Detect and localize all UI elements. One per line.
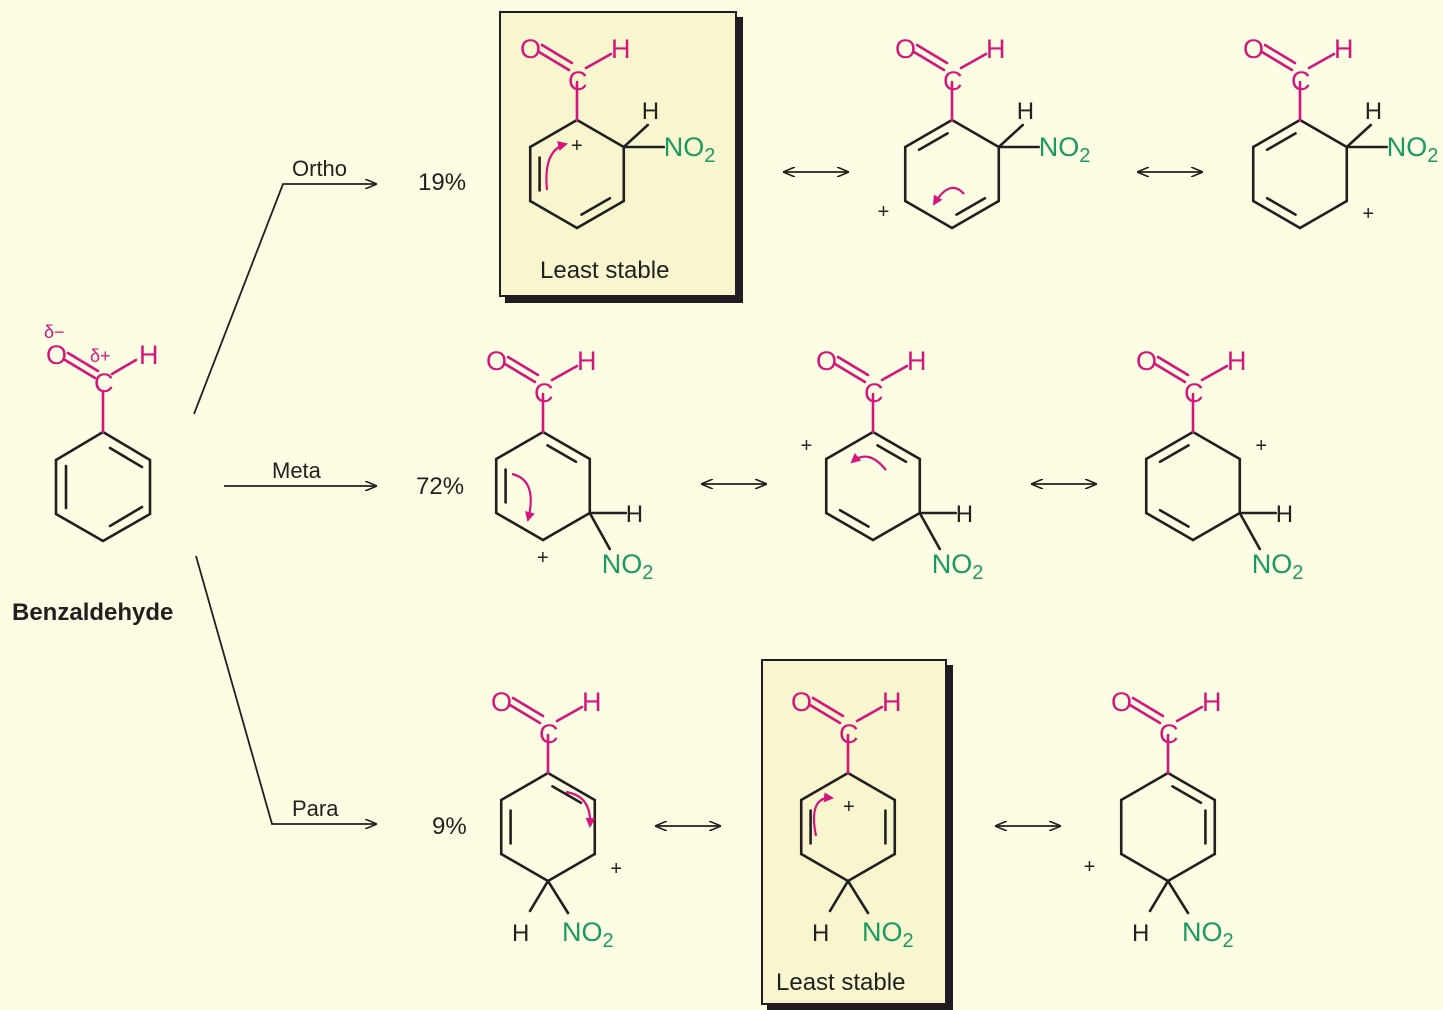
least-stable-label-ortho: Least stable [540, 257, 669, 284]
atom-C: C [534, 378, 554, 408]
ortho-label: Ortho [292, 156, 347, 181]
atom-H: H [1227, 346, 1247, 376]
atom-C: C [864, 378, 884, 408]
atom-O: O [520, 34, 541, 64]
atom-H: H [1202, 687, 1222, 717]
nitro-group: NO2 [562, 917, 614, 952]
atom-O: O [486, 346, 507, 376]
nitro-group: NO2 [1387, 132, 1439, 167]
atom-H: H [1365, 98, 1382, 125]
atom-C: C [539, 719, 559, 749]
atom-C: C [568, 66, 588, 96]
delta-minus: δ− [44, 322, 65, 342]
atom-H: H [1017, 98, 1034, 125]
atom-O: O [1243, 34, 1264, 64]
para-arrow [195, 555, 376, 824]
positive-charge: + [843, 796, 855, 818]
atom-H: H [812, 920, 829, 947]
meta-label: Meta [272, 458, 322, 483]
atom-O: O [791, 687, 812, 717]
positive-charge: + [571, 135, 583, 157]
atom-C: C [1184, 378, 1204, 408]
atom-O: O [1136, 346, 1157, 376]
positive-charge: + [1255, 435, 1267, 457]
positive-charge: + [1362, 203, 1374, 225]
atom-H: H [882, 687, 902, 717]
para-percent: 9% [432, 813, 467, 840]
benzaldehyde-structure: O C H δ− δ+ [44, 322, 159, 543]
nitro-group: NO2 [1182, 917, 1234, 952]
nitro-group: NO2 [602, 549, 654, 584]
ortho-percent: 19% [418, 169, 466, 196]
positive-charge: + [801, 435, 813, 457]
atom-C: C [943, 66, 963, 96]
atom-H: H [577, 346, 597, 376]
positive-charge: + [610, 858, 622, 880]
least-stable-label-para: Least stable [776, 969, 905, 996]
nitro-group: NO2 [1252, 549, 1304, 584]
arenium-intermediate: CO H H NO2 + [1136, 346, 1303, 584]
least-stable-box-ortho [499, 11, 737, 297]
positive-charge: + [1084, 856, 1096, 878]
benzaldehyde-label: Benzaldehyde [12, 599, 173, 626]
nitro-group: NO2 [932, 549, 984, 584]
atom-H: H [642, 98, 659, 125]
atom-H: H [582, 687, 602, 717]
atom-H: H [512, 920, 529, 947]
atom-C: C [1159, 719, 1179, 749]
atom-O: O [491, 687, 512, 717]
atom-C: C [94, 368, 114, 398]
atom-O: O [46, 340, 67, 370]
least-stable-box-para [761, 659, 947, 1005]
arenium-intermediate: CO H H NO2 + [801, 346, 984, 584]
atom-H: H [1132, 920, 1149, 947]
atom-H: H [986, 34, 1006, 64]
arenium-intermediate: CO H H NO2 + [491, 687, 622, 952]
atom-H: H [611, 34, 631, 64]
positive-charge: + [878, 201, 890, 223]
para-label: Para [292, 796, 339, 821]
atom-H: H [139, 340, 159, 370]
atom-O: O [1111, 687, 1132, 717]
arenium-intermediate: CO H H NO2 + [1084, 687, 1234, 952]
atom-H: H [956, 501, 973, 528]
atom-H: H [1334, 34, 1354, 64]
atom-C: C [1291, 66, 1311, 96]
atom-C: C [839, 719, 859, 749]
arenium-intermediate: CO H H NO2 + [486, 346, 653, 584]
atom-H: H [907, 346, 927, 376]
positive-charge: + [537, 547, 549, 569]
meta-percent: 72% [416, 473, 464, 500]
atom-H: H [1276, 501, 1293, 528]
atom-O: O [816, 346, 837, 376]
nitro-group: NO2 [1039, 132, 1091, 167]
delta-plus: δ+ [90, 346, 111, 366]
atom-H: H [626, 501, 643, 528]
resonance-arrows [656, 172, 1202, 826]
ortho-arrow [193, 184, 376, 415]
atom-O: O [895, 34, 916, 64]
